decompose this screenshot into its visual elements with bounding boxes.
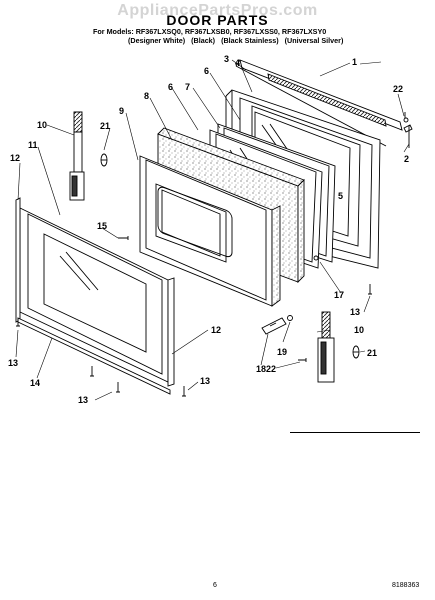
- callout-13-bottom-right: 13: [200, 376, 210, 386]
- callout-12-right: 12: [211, 325, 221, 335]
- part-bracket: [261, 315, 293, 335]
- part-screw-right-upper: [403, 112, 413, 148]
- leader-lines: [15, 59, 410, 401]
- callout-13-right: 13: [350, 307, 360, 317]
- callout-6-lower: 6: [168, 82, 173, 92]
- callout-3: 3: [224, 54, 229, 64]
- callout-10-right: 10: [354, 325, 364, 335]
- callout-6-upper: 6: [204, 66, 209, 76]
- callout-17: 17: [334, 290, 344, 300]
- watermark: AppliancePartsPros.com: [117, 2, 318, 19]
- document-number: 8188363: [392, 582, 420, 589]
- part-hinge-left: [69, 111, 85, 201]
- callout-10-left: 10: [37, 120, 47, 130]
- callout-21-left: 21: [100, 121, 110, 131]
- callout-19: 19: [277, 347, 287, 357]
- callout-8: 8: [144, 91, 149, 101]
- callout-7: 7: [185, 82, 190, 92]
- page-number: 6: [213, 582, 217, 589]
- models-line: For Models: RF367LXSQ0, RF367LXSB0, RF36…: [93, 27, 327, 36]
- callout-13-left: 13: [8, 358, 18, 368]
- page-title: DOOR PARTS: [166, 12, 269, 28]
- part-hinge-right: [317, 311, 335, 383]
- part-top-trim: [235, 59, 403, 147]
- part-door-liner: [139, 155, 281, 307]
- callout-labels: 1 2 3 4 5 6 6 7 8 9 10 10 11 12 12 13 13…: [8, 54, 409, 405]
- callout-11: 11: [28, 140, 38, 150]
- part-side-trim-left: [15, 197, 21, 323]
- callout-21-right: 21: [367, 348, 377, 358]
- part-screws: [16, 236, 372, 397]
- callout-5: 5: [338, 191, 343, 201]
- finish-designer-white: (Designer White): [128, 36, 186, 45]
- callout-9: 9: [119, 106, 124, 116]
- part-bushing-left: [100, 153, 108, 167]
- callout-22-bottom: 22: [266, 364, 276, 374]
- callout-1: 1: [352, 57, 357, 67]
- finish-universal-silver: (Universal Silver): [284, 36, 344, 45]
- callout-13-bottom: 13: [78, 395, 88, 405]
- finish-black-stainless: (Black Stainless): [221, 36, 279, 45]
- part-bushing-right: [352, 345, 360, 359]
- part-side-trim-right: [167, 277, 175, 387]
- callout-4: 4: [235, 58, 240, 68]
- finish-black: (Black): [191, 36, 216, 45]
- part-outer-door-glass: [19, 207, 169, 383]
- reference-line: [290, 432, 420, 433]
- callout-14: 14: [30, 378, 40, 388]
- callout-22-top: 22: [393, 84, 403, 94]
- callout-12-left: 12: [10, 153, 20, 163]
- callout-2: 2: [404, 154, 409, 164]
- callout-18: 18: [256, 364, 266, 374]
- callout-15: 15: [97, 221, 107, 231]
- finish-labels: (Designer White) (Black) (Black Stainles…: [128, 36, 347, 45]
